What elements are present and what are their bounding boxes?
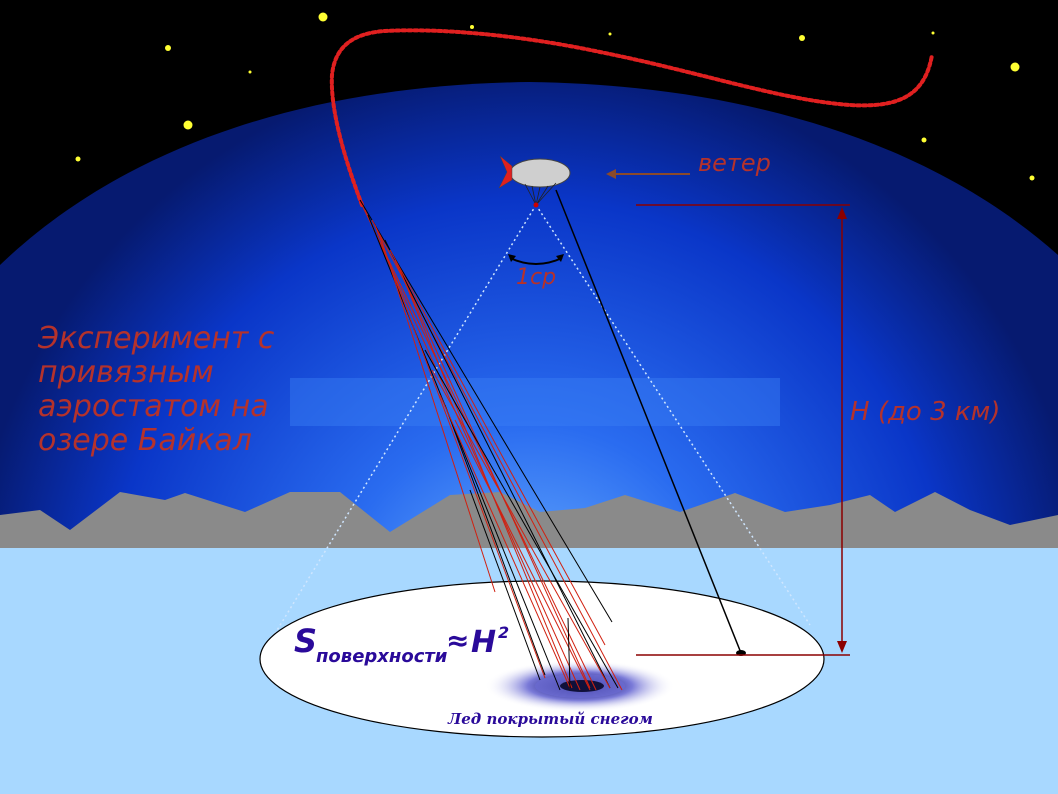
star-icon: [319, 13, 328, 22]
formula-subscript: поверхности: [316, 646, 448, 667]
star-icon: [76, 157, 81, 162]
star-icon: [609, 33, 612, 36]
star-icon: [184, 121, 193, 130]
star-icon: [470, 25, 474, 29]
formula-approx: ≈: [446, 624, 469, 657]
title-line: Эксперимент с: [37, 321, 275, 356]
height-label: H (до 3 км): [850, 397, 1000, 427]
light-spot-core: [560, 680, 604, 692]
title-line: озере Байкал: [38, 423, 252, 458]
star-icon: [1030, 176, 1035, 181]
formula-rhs: H: [471, 625, 496, 660]
haze-band: [290, 378, 780, 426]
surface-label: Лед покрытый снегом: [447, 710, 653, 728]
formula-exponent: 2: [498, 623, 509, 642]
star-icon: [249, 71, 252, 74]
star-icon: [165, 45, 171, 51]
formula-symbol: S: [294, 622, 317, 660]
star-icon: [932, 32, 935, 35]
star-icon: [922, 138, 927, 143]
star-icon: [1011, 63, 1020, 72]
title-line: аэростатом на: [38, 389, 269, 424]
solid-angle-label: 1ср: [516, 265, 556, 290]
title-line: привязным: [38, 355, 214, 390]
page-title: Эксперимент с привязным аэростатом на оз…: [37, 321, 275, 458]
wind-label: ветер: [698, 149, 771, 177]
star-icon: [799, 35, 805, 41]
